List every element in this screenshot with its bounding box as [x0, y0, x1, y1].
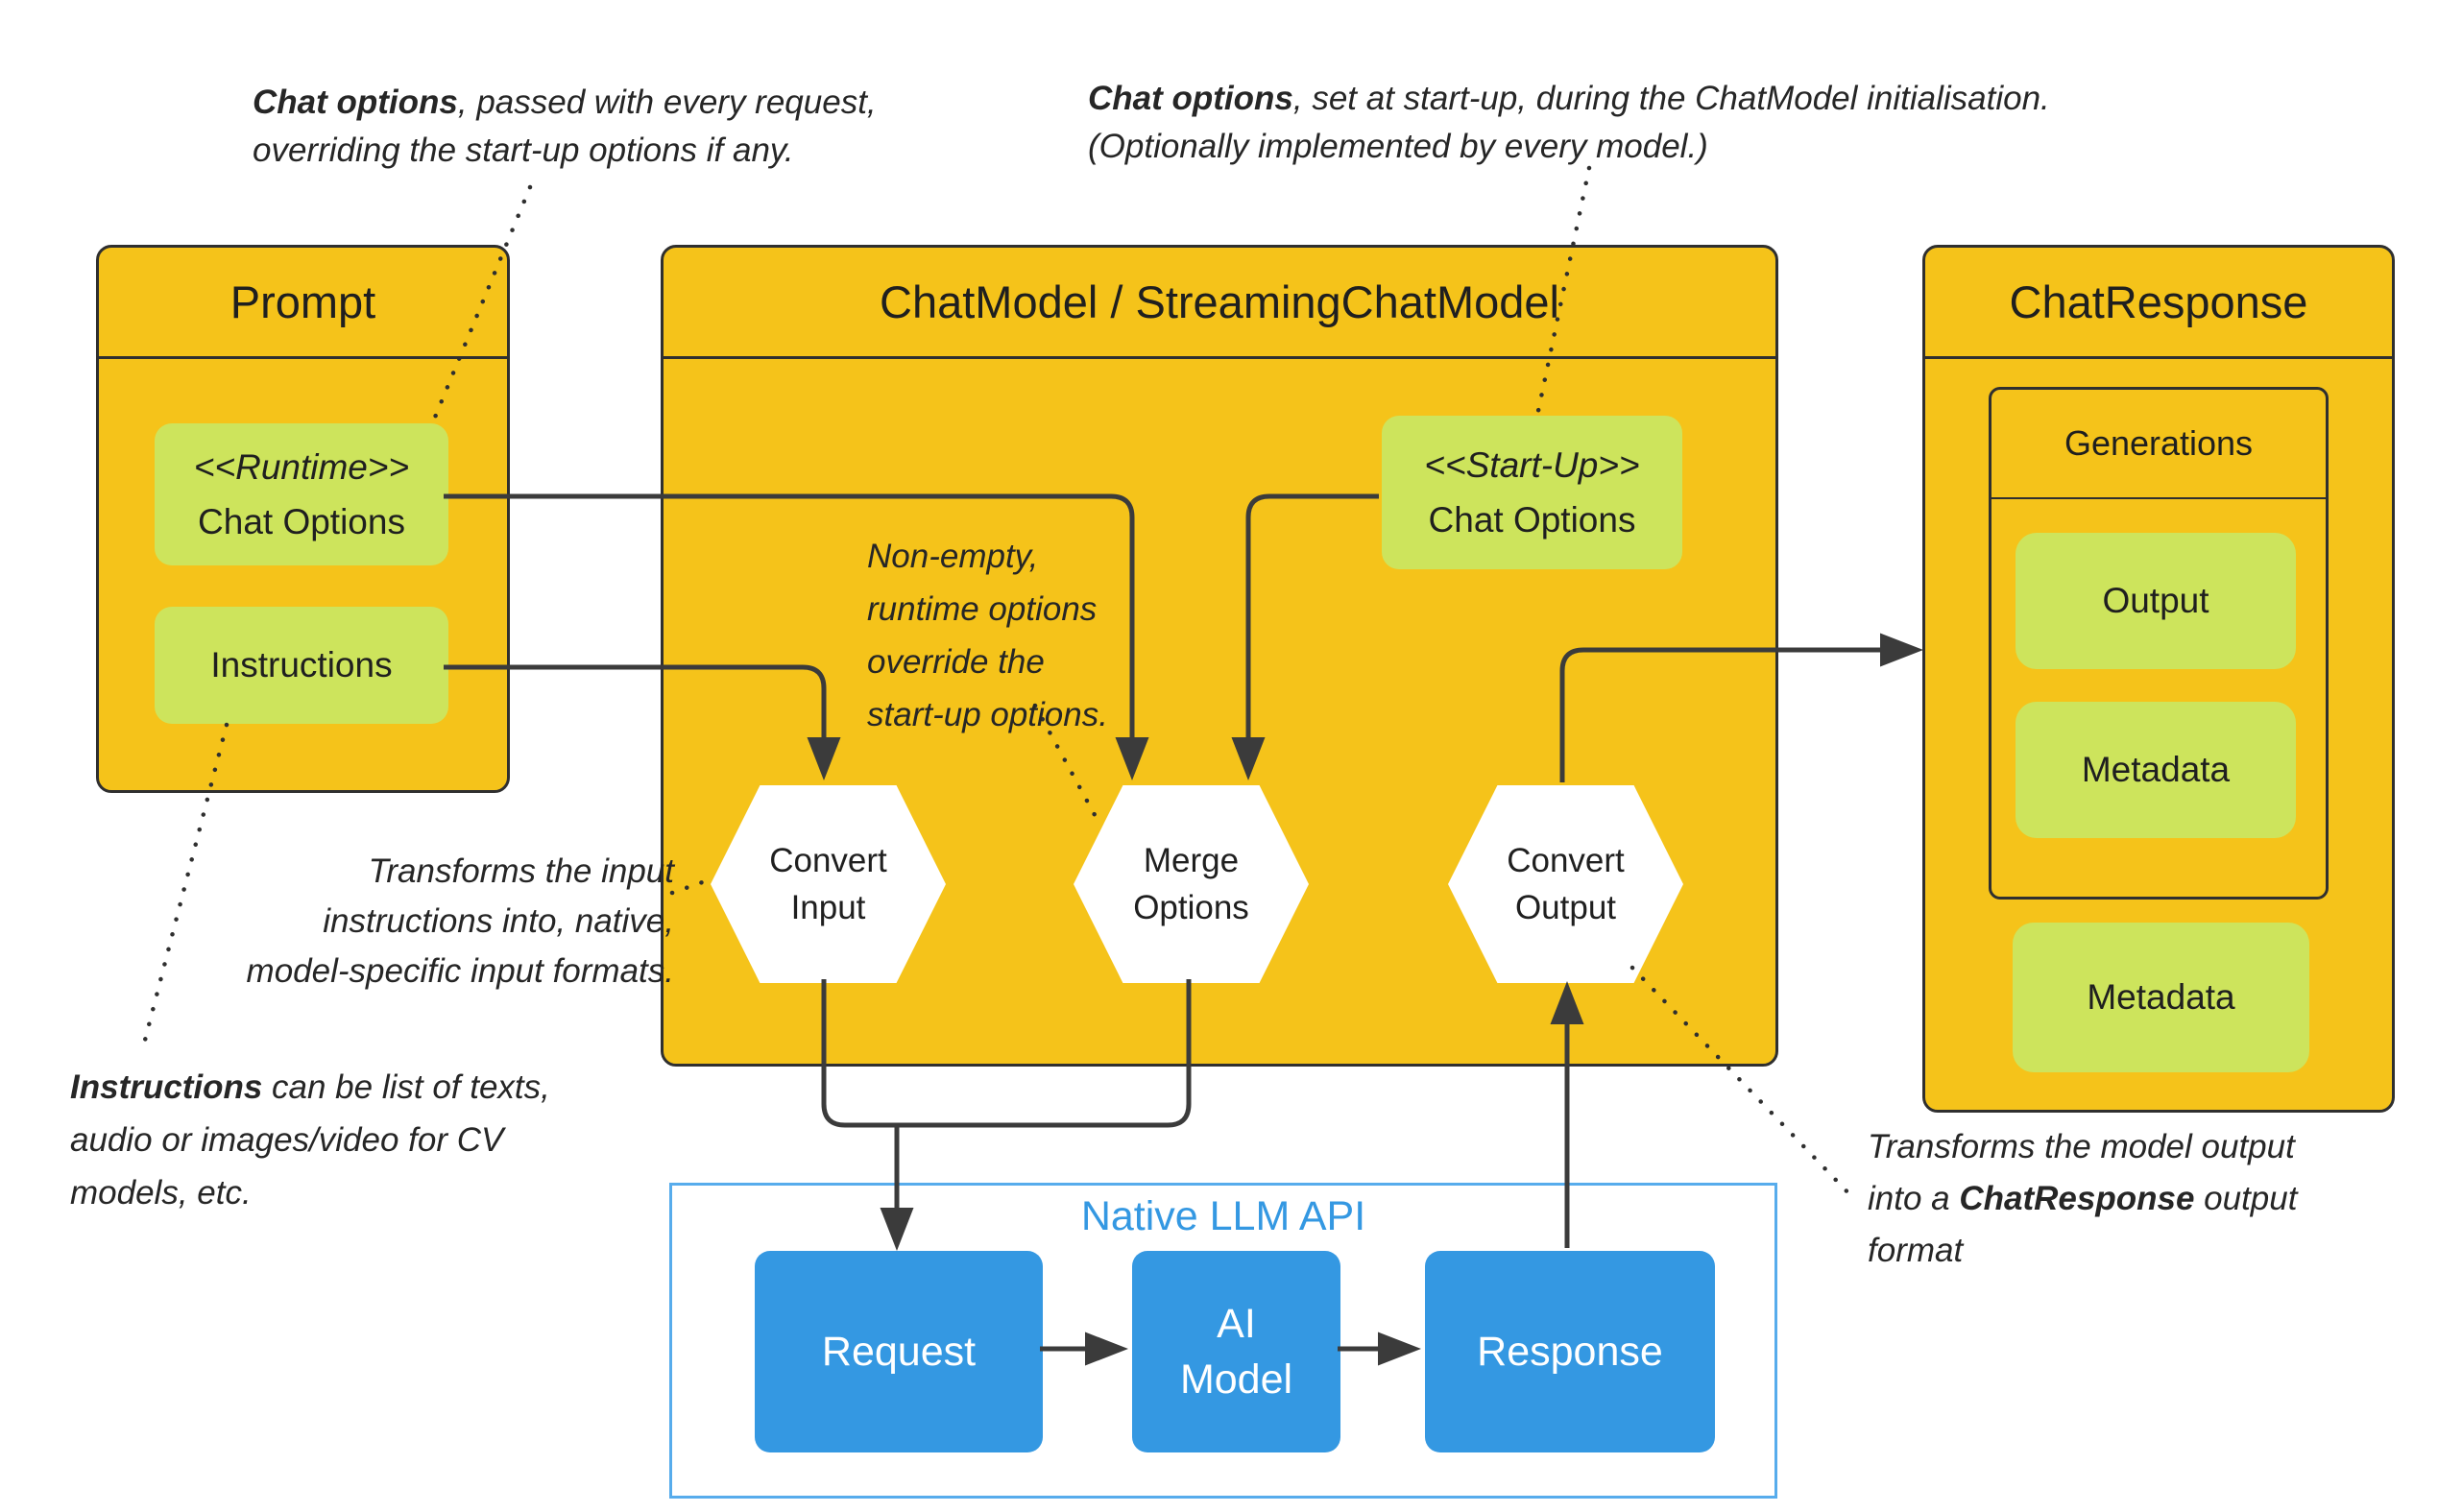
runtime-chat-options-box: <<Runtime>> Chat Options	[155, 423, 448, 565]
response-metadata-label: Metadata	[2087, 977, 2235, 1018]
note-instructions: Instructions can be list of texts, audio…	[70, 1061, 550, 1219]
convert-output-hexagon: Convert Output	[1448, 785, 1683, 983]
note-runtime-options: Chat options, passed with every request,…	[253, 79, 877, 175]
request-label: Request	[821, 1328, 977, 1375]
native-llm-api-title: Native LLM API	[1080, 1193, 1366, 1239]
chatresponse-separator	[1925, 356, 2392, 359]
ai-model-line2: Model	[1179, 1356, 1293, 1403]
note-merge-line3: override the	[867, 643, 1045, 681]
convert-output-line1: Convert	[1507, 842, 1625, 879]
note-convert-input-line1: Transforms the input	[368, 852, 674, 890]
note-instructions-lead: Instructions	[70, 1068, 263, 1106]
merge-options-line1: Merge	[1143, 842, 1240, 879]
generation-output-box: Output	[2016, 533, 2296, 669]
chatmodel-separator	[664, 356, 1775, 359]
generation-metadata-label: Metadata	[2081, 750, 2231, 790]
generation-metadata-box: Metadata	[2016, 702, 2296, 838]
note-convert-output-line3: format	[1868, 1232, 1964, 1269]
startup-chat-options-label: Chat Options	[1428, 500, 1636, 540]
chatresponse-title: ChatResponse	[2009, 276, 2308, 327]
note-convert-input-line2: instructions into, native,	[323, 902, 674, 940]
generation-output-label: Output	[2102, 581, 2209, 621]
note-convert-output-line2-pre: into a	[1868, 1180, 1960, 1217]
note-merge-line1: Non-empty,	[867, 538, 1039, 575]
generations-title: Generations	[2064, 423, 2254, 463]
merge-options-hexagon: Merge Options	[1074, 785, 1309, 983]
response-label: Response	[1477, 1328, 1663, 1375]
startup-stereotype: <<Start-Up>>	[1424, 444, 1640, 485]
ai-model-line1: AI	[1217, 1300, 1256, 1347]
prompt-box: Prompt <<Runtime>> Chat Options Instruct…	[96, 245, 510, 793]
native-llm-api-box: Native LLM API Request AI Model Response	[669, 1183, 1777, 1499]
note-convert-input-line3: model-specific input formats.	[246, 952, 674, 990]
ai-model-box: AI Model	[1132, 1251, 1340, 1452]
response-box: Response	[1425, 1251, 1715, 1452]
convert-input-line2: Input	[790, 889, 866, 926]
note-startup-options-line2: (Optionally implemented by every model.)	[1088, 128, 1708, 165]
runtime-chat-options-label: Chat Options	[198, 502, 405, 541]
instructions-box: Instructions	[155, 607, 448, 724]
note-convert-output-line2-bold: ChatResponse	[1959, 1180, 2195, 1217]
note-instructions-line3: models, etc.	[70, 1174, 252, 1212]
note-runtime-options-lead: Chat options	[253, 84, 458, 121]
runtime-stereotype: <<Runtime>>	[193, 446, 410, 487]
response-metadata-box: Metadata	[2013, 923, 2309, 1072]
note-convert-input: Transforms the input instructions into, …	[163, 847, 674, 996]
note-instructions-rest: can be list of texts,	[262, 1068, 550, 1106]
generations-separator	[1991, 497, 2326, 499]
note-startup-options-rest: , set at start-up, during the ChatModel …	[1292, 80, 2050, 117]
prompt-title: Prompt	[229, 276, 376, 327]
note-instructions-line2: audio or images/video for CV	[70, 1121, 504, 1159]
generations-box: Generations	[1989, 387, 2329, 900]
convert-input-hexagon: Convert Input	[711, 785, 946, 983]
note-startup-options: Chat options, set at start-up, during th…	[1088, 75, 2050, 171]
note-merge-line4: start-up options.	[867, 696, 1108, 733]
convert-input-line1: Convert	[769, 842, 887, 879]
note-convert-output: Transforms the model output into a ChatR…	[1868, 1121, 2297, 1277]
instructions-label: Instructions	[210, 645, 393, 685]
note-runtime-options-line2: overriding the start-up options if any.	[253, 132, 794, 169]
chatresponse-box: ChatResponse Generations Output Metadata…	[1922, 245, 2395, 1113]
note-convert-output-line1: Transforms the model output	[1868, 1128, 2295, 1165]
chatmodel-box: ChatModel / StreamingChatModel <<Start-U…	[661, 245, 1778, 1067]
request-box: Request	[755, 1251, 1043, 1452]
merge-options-line2: Options	[1133, 889, 1249, 926]
note-merge-options: Non-empty, runtime options override the …	[867, 530, 1108, 741]
note-convert-output-line2-post: output	[2194, 1180, 2298, 1217]
note-startup-options-lead: Chat options	[1088, 80, 1293, 117]
note-runtime-options-rest: , passed with every request,	[457, 84, 877, 121]
prompt-separator	[99, 356, 507, 359]
note-merge-line2: runtime options	[867, 590, 1098, 628]
convert-output-line2: Output	[1514, 889, 1617, 926]
chatmodel-title: ChatModel / StreamingChatModel	[880, 276, 1559, 327]
startup-chat-options-box: <<Start-Up>> Chat Options	[1382, 416, 1682, 569]
